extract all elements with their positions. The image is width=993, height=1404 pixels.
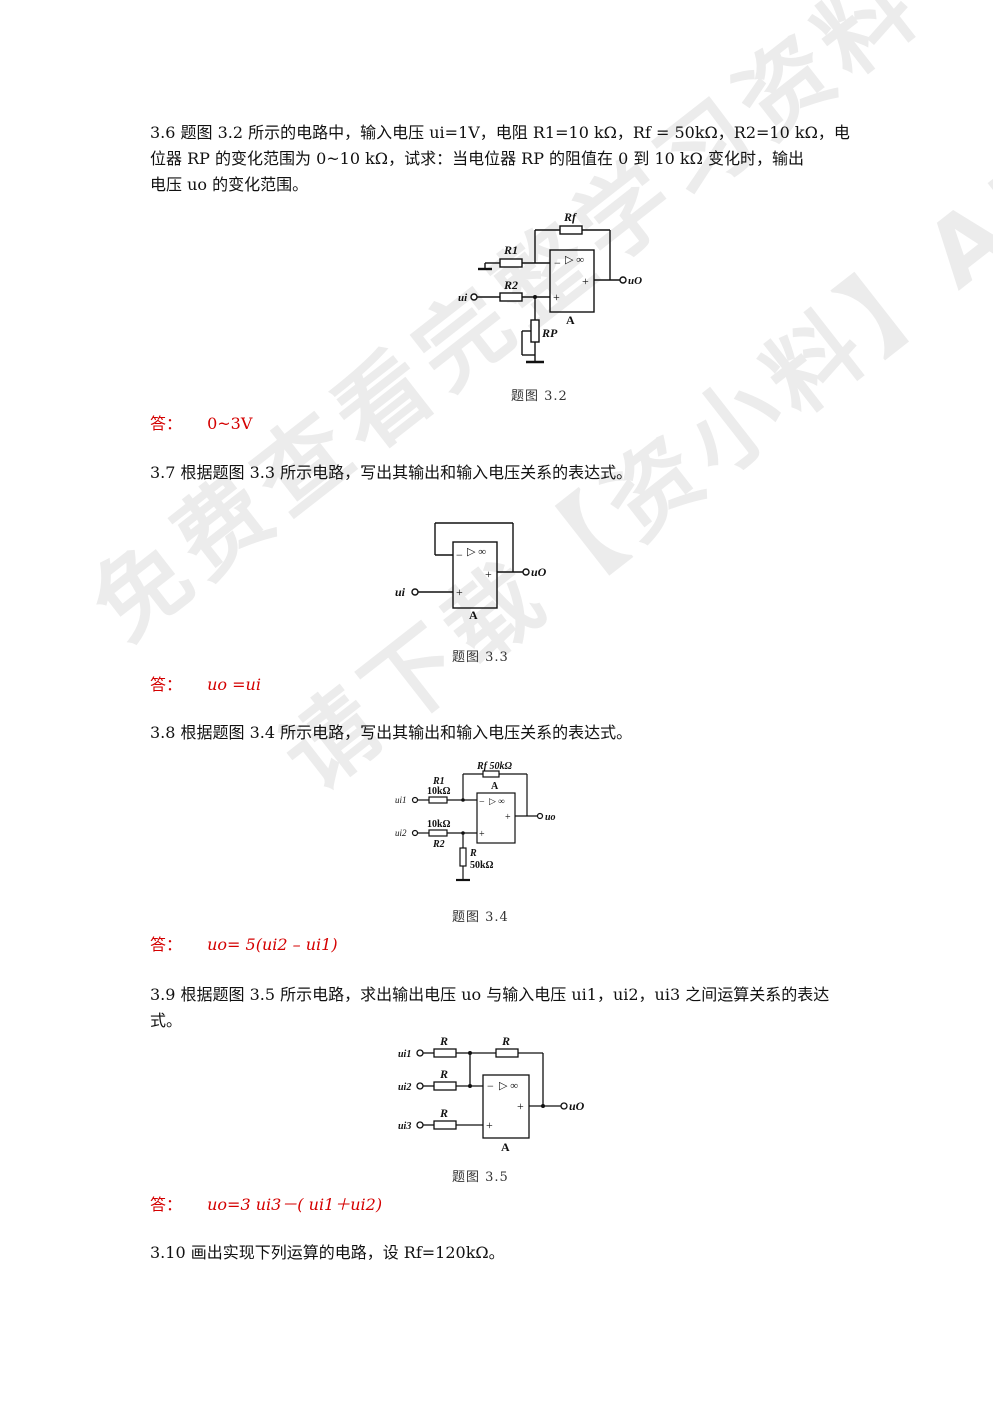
- label-rf: R: [501, 1034, 510, 1048]
- resistor-r-in1: [433, 1048, 457, 1058]
- caption-fig-3-2: 题图 3.2: [511, 389, 568, 404]
- q37-text: 3.7 根据题图 3.3 所示电路，写出其输出和输入电压关系的表达式。: [150, 463, 633, 482]
- q38-text: 3.8 根据题图 3.4 所示电路，写出其输出和输入电压关系的表达式。: [150, 723, 633, 742]
- label-r1: R1: [503, 243, 518, 257]
- label-uo: uo: [545, 812, 556, 823]
- label-rp: RP: [541, 326, 558, 340]
- resistor-r1: [499, 258, 523, 268]
- opamp-symbol: ▷ ∞: [565, 254, 584, 266]
- label-plus-in: +: [456, 585, 463, 599]
- resistor-r1: [428, 796, 448, 804]
- label-ui1: ui1: [395, 795, 407, 805]
- resistor-r-in3: [433, 1120, 457, 1130]
- label-minus: −: [456, 548, 463, 562]
- label-ui: ui: [395, 585, 406, 599]
- opamp-symbol: ▷ ∞: [467, 546, 486, 558]
- answer-3-6: 答： 0~3V: [150, 410, 252, 434]
- label-r1-value: 10kΩ: [427, 786, 451, 797]
- resistor-r-in2: [433, 1081, 457, 1091]
- opamp-body: [549, 249, 595, 313]
- answer-value: uo= 5(ui2 – ui1): [207, 935, 338, 954]
- circuit-fig-3-5: R R R R ui1 ui2 ui3 uO A ▷ ∞ − + +: [398, 1034, 585, 1154]
- label-minus: −: [479, 797, 485, 808]
- caption-fig-3-3: 题图 3.3: [452, 650, 509, 665]
- answer-label: 答：: [150, 414, 183, 433]
- label-rf: Rf 50kΩ: [476, 761, 513, 772]
- label-plus-out: +: [582, 274, 589, 288]
- q39-line2: 式。: [150, 1011, 183, 1030]
- label-uo: uO: [531, 565, 547, 579]
- label-plus-out: +: [505, 812, 511, 823]
- opamp-body: [476, 792, 516, 844]
- resistor-r: [459, 847, 467, 867]
- label-ui1: ui1: [398, 1049, 411, 1060]
- answer-label: 答：: [150, 1195, 183, 1214]
- label-amp: A: [491, 781, 499, 792]
- label-ui2: ui2: [395, 828, 407, 838]
- label-r3: R: [439, 1106, 448, 1120]
- caption-fig-3-5: 题图 3.5: [452, 1170, 509, 1185]
- q310-text: 3.10 画出实现下列运算的电路，设 Rf=120kΩ。: [150, 1243, 505, 1262]
- opamp-body: [452, 541, 498, 609]
- label-ui3: ui3: [398, 1121, 411, 1132]
- answer-value: uo=3 ui3－( ui1＋ui2): [207, 1195, 383, 1214]
- resistor-r2: [428, 829, 448, 837]
- label-r2: R2: [503, 278, 518, 292]
- circuit-fig-3-2: Rf R1 R2 RP ui uO A ▷ ∞ − + +: [458, 210, 642, 364]
- label-amp: A: [501, 1140, 510, 1154]
- label-r1: R1: [432, 776, 445, 787]
- caption-fig-3-4: 题图 3.4: [452, 910, 509, 925]
- circuit-fig-3-4: Rf 50kΩ A R1 10kΩ 10kΩ R2 R 50kΩ ui1 ui2…: [395, 761, 556, 882]
- label-r1: R: [439, 1034, 448, 1048]
- q36-line3: 电压 uo 的变化范围。: [150, 175, 309, 194]
- label-plus-in: +: [479, 829, 485, 840]
- label-r2: R2: [432, 839, 445, 850]
- circuit-fig-3-3: ui uO A ▷ ∞ − + +: [395, 522, 547, 622]
- resistor-r2: [499, 292, 523, 302]
- answer-3-8: 答： uo= 5(ui2 – ui1): [150, 931, 338, 955]
- resistor-rf: [559, 225, 583, 235]
- answer-value: uo =ui: [207, 675, 261, 694]
- label-rf: Rf: [563, 210, 577, 224]
- label-plus-out: +: [485, 567, 492, 581]
- label-r: R: [469, 848, 477, 859]
- label-r2-value: 10kΩ: [427, 819, 451, 830]
- answer-3-7: 答： uo =ui: [150, 671, 261, 695]
- opamp-symbol: ▷ ∞: [499, 1080, 518, 1092]
- label-minus: −: [554, 256, 561, 270]
- answer-label: 答：: [150, 675, 183, 694]
- q36-line2: 位器 RP 的变化范围为 0~10 kΩ，试求：当电位器 RP 的阻值在 0 到…: [150, 149, 804, 168]
- label-uo: uO: [569, 1099, 585, 1113]
- label-amp: A: [469, 608, 478, 622]
- label-minus: −: [487, 1079, 494, 1093]
- label-amp: A: [566, 313, 575, 327]
- label-r-value: 50kΩ: [470, 860, 494, 871]
- q39-line1: 3.9 根据题图 3.5 所示电路，求出输出电压 uo 与输入电压 ui1，ui…: [150, 985, 830, 1004]
- label-plus-out: +: [517, 1099, 524, 1113]
- potentiometer-rp: [530, 319, 540, 343]
- label-uo: uO: [628, 275, 642, 287]
- label-ui: ui: [458, 292, 468, 304]
- label-ui2: ui2: [398, 1082, 411, 1093]
- label-plus-in: +: [553, 290, 560, 304]
- resistor-r-feedback: [495, 1048, 519, 1058]
- answer-3-9: 答： uo=3 ui3－( ui1＋ui2): [150, 1191, 382, 1215]
- label-plus-in: +: [486, 1118, 493, 1132]
- opamp-symbol: ▷ ∞: [489, 796, 505, 806]
- answer-value: 0~3V: [207, 414, 253, 433]
- label-r2: R: [439, 1067, 448, 1081]
- answer-label: 答：: [150, 935, 183, 954]
- q36-line1: 3.6 题图 3.2 所示的电路中，输入电压 ui=1V，电阻 R1=10 kΩ…: [150, 123, 850, 142]
